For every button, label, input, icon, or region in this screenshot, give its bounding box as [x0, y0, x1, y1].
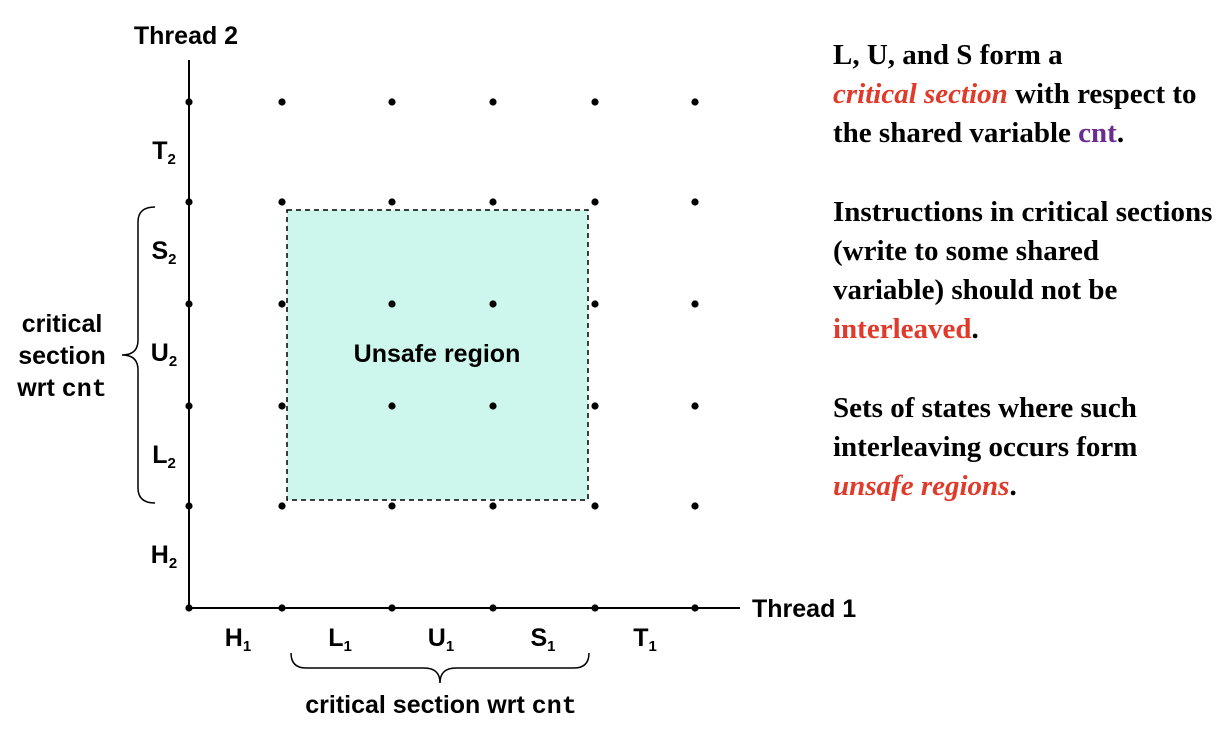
state-point: [185, 402, 193, 410]
state-point: [691, 300, 699, 308]
note-unsafe-regions: Sets of states where such interleaving o…: [833, 392, 1138, 502]
state-point: [278, 604, 286, 612]
state-point: [591, 402, 599, 410]
x-tick-label-u1: U1: [428, 624, 454, 655]
y-critical-section-label: critical: [22, 310, 103, 338]
x-tick-labels: H1 L1 U1 S1 T1: [225, 624, 657, 655]
state-point: [278, 300, 286, 308]
state-point: [278, 198, 286, 206]
x-tick-label-s1: S1: [530, 624, 555, 655]
state-point: [489, 98, 497, 106]
y-tick-label-s2: S2: [151, 237, 176, 268]
state-point: [185, 502, 193, 510]
state-point: [591, 604, 599, 612]
state-point: [489, 300, 497, 308]
unsafe-region: [286, 209, 589, 501]
state-point: [691, 604, 699, 612]
y-axis-title: Thread 2: [134, 22, 238, 50]
x-axis-title: Thread 1: [752, 595, 856, 623]
x-tick-label-l1: L1: [328, 624, 352, 655]
state-point: [388, 300, 396, 308]
y-tick-label-l2: L2: [152, 441, 176, 472]
state-point: [591, 198, 599, 206]
x-tick-label-t1: T1: [633, 624, 657, 655]
x-critical-section-brace: [290, 652, 590, 684]
state-point: [388, 98, 396, 106]
state-point: [691, 198, 699, 206]
state-point: [489, 502, 497, 510]
x-critical-section-label: critical section wrt cnt: [305, 691, 576, 721]
y-critical-section-label-3: wrt cnt: [16, 374, 106, 404]
state-point: [691, 402, 699, 410]
state-point: [185, 300, 193, 308]
state-point: [278, 98, 286, 106]
state-point: [278, 402, 286, 410]
state-point: [185, 604, 193, 612]
y-critical-section-brace: [121, 206, 156, 504]
state-point: [489, 198, 497, 206]
state-point: [591, 98, 599, 106]
state-points: [185, 98, 699, 612]
y-tick-label-t2: T2: [152, 137, 176, 168]
y-tick-labels: H2 L2 U2 S2 T2: [151, 137, 177, 572]
y-tick-label-u2: U2: [151, 339, 177, 370]
state-point: [388, 402, 396, 410]
state-point: [691, 502, 699, 510]
state-point: [278, 502, 286, 510]
x-tick-label-h1: H1: [225, 624, 251, 655]
state-point: [691, 98, 699, 106]
state-point: [489, 402, 497, 410]
state-point: [591, 300, 599, 308]
state-point: [591, 502, 599, 510]
state-point: [489, 604, 497, 612]
state-point: [185, 198, 193, 206]
y-critical-section-label-2: section: [18, 342, 106, 370]
unsafe-region-label: Unsafe region: [354, 340, 521, 368]
state-point: [185, 98, 193, 106]
state-point: [388, 198, 396, 206]
y-tick-label-h2: H2: [151, 541, 177, 572]
state-point: [388, 604, 396, 612]
note-interleaving: Instructions in critical sections (write…: [833, 196, 1213, 345]
state-point: [388, 502, 396, 510]
